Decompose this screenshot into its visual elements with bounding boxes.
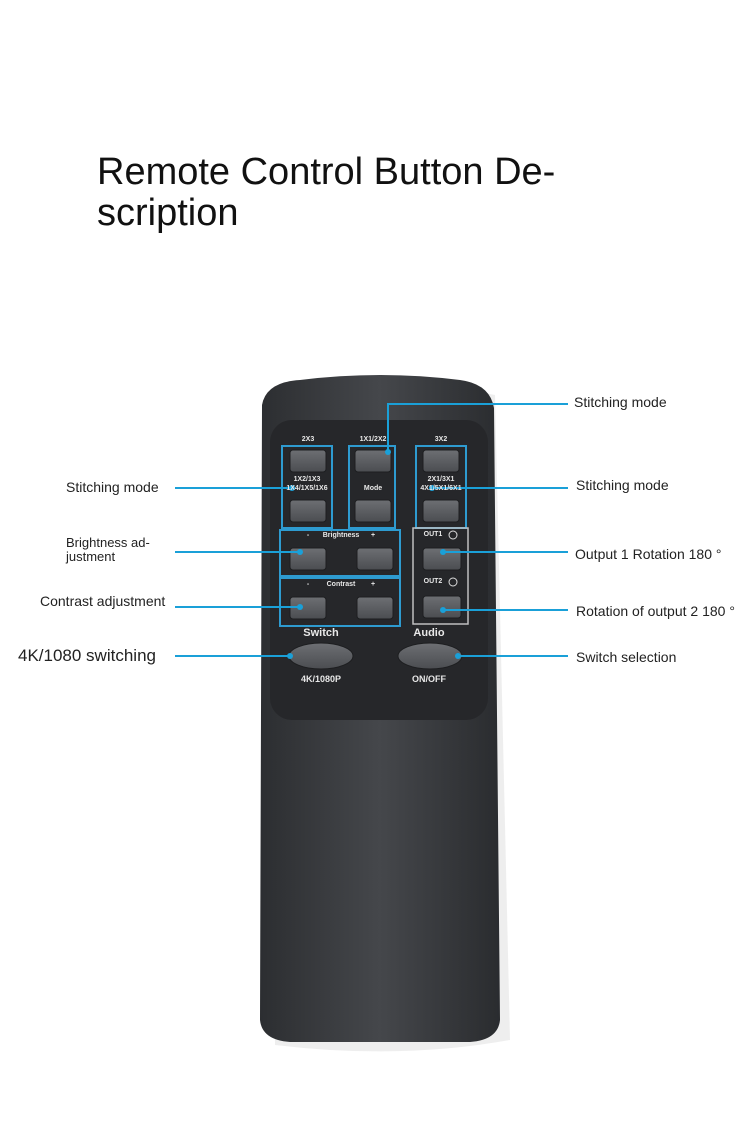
label-4x1-5x1-6x1: 4X1/5X1/6X1: [420, 485, 462, 492]
button-2x1-group: [422, 499, 460, 523]
label-brightness-minus: -: [306, 532, 310, 539]
title-line-2: scription: [97, 192, 239, 234]
label-on-off: ON/OFF: [412, 674, 446, 684]
callout-switch-selection: Switch selection: [576, 649, 677, 665]
label-contrast: Contrast: [326, 581, 356, 588]
label-audio: Audio: [413, 627, 445, 639]
button-out1: [422, 547, 462, 571]
callout-stitching-left: Stitching mode: [66, 479, 159, 495]
callout-contrast: Contrast adjustment: [40, 593, 166, 609]
label-3x2: 3X2: [434, 436, 448, 443]
label-brightness: Brightness: [322, 532, 360, 539]
button-mode: [354, 499, 392, 523]
label-out2: OUT2: [423, 578, 443, 585]
label-out1: OUT1: [423, 531, 443, 538]
callout-brightness-line-2: justment: [66, 549, 116, 564]
button-out2: [422, 595, 462, 619]
out1-indicator-icon: [448, 530, 458, 540]
callout-lines: [175, 403, 568, 657]
button-contrast-plus: [356, 596, 394, 620]
label-mode: Mode: [363, 485, 383, 492]
label-switch: Switch: [303, 627, 339, 639]
label-1x1-2x2: 1X1/2X2: [359, 436, 387, 443]
label-2x3: 2X3: [301, 436, 315, 443]
out2-indicator-icon: [448, 577, 458, 587]
button-brightness-plus: [356, 547, 394, 571]
button-audio-onoff: [397, 642, 463, 670]
label-brightness-plus: +: [370, 532, 376, 539]
button-4k-1080p: [288, 642, 354, 670]
callout-stitching-right: Stitching mode: [576, 477, 669, 493]
label-contrast-plus: +: [370, 581, 376, 588]
button-2x3: [289, 449, 327, 473]
label-1x2-1x3: 1X2/1X3: [293, 476, 321, 483]
title-line-1: Remote Control Button De-: [97, 151, 556, 193]
callout-output2: Rotation of output 2 180 °: [576, 603, 735, 619]
button-1x2-group: [289, 499, 327, 523]
callout-output1: Output 1 Rotation 180 °: [575, 546, 722, 562]
callout-stitching-top: Stitching mode: [574, 394, 667, 410]
callout-dots: [287, 449, 461, 659]
page-title: Remote Control Button De- scription: [97, 152, 617, 234]
label-4k-1080p: 4K/1080P: [300, 674, 342, 684]
callout-brightness-line-1: Brightness ad-: [66, 535, 150, 550]
callout-4k-switching: 4K/1080 switching: [18, 646, 156, 665]
out-frame: [412, 527, 469, 625]
callout-brightness: Brightness ad- justment: [66, 536, 150, 564]
label-contrast-minus: -: [306, 581, 310, 588]
label-1x4-1x5-1x6: 1X4/1X5/1X6: [286, 485, 328, 492]
button-1x1-2x2: [354, 449, 392, 473]
label-2x1-3x1: 2X1/3X1: [427, 476, 455, 483]
button-3x2: [422, 449, 460, 473]
